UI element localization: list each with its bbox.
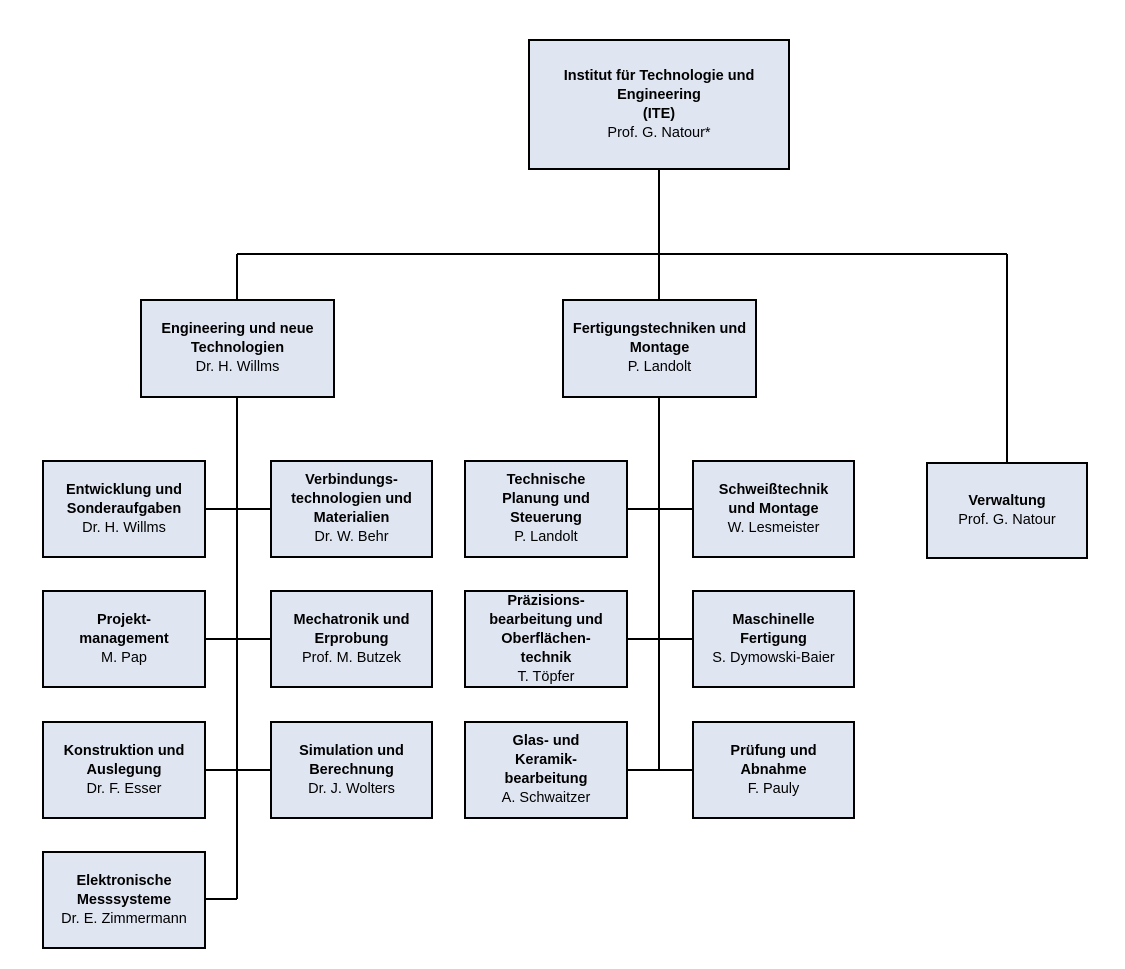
org-box-title: Institut für Technologie und Engineering…	[563, 67, 755, 122]
org-box-person: Dr. J. Wolters	[308, 780, 395, 797]
org-box-pruefung: Prüfung und Abnahme F. Pauly	[692, 721, 855, 819]
org-box-glas-keramik: Glas- und Keramik- bearbeitung A. Schwai…	[464, 721, 628, 819]
org-box-verbindung: Verbindungs- technologien und Materialie…	[270, 460, 433, 558]
org-box-title: Verwaltung	[968, 492, 1046, 509]
org-box-title: Entwicklung und Sonderaufgaben	[66, 481, 182, 517]
org-box-person: M. Pap	[101, 649, 147, 666]
org-box-person: S. Dymowski-Baier	[712, 649, 835, 666]
org-box-person: Prof. G. Natour*	[607, 124, 711, 141]
org-box-title: Präzisions- bearbeitung und Oberflächen-…	[489, 592, 603, 666]
org-box-person: Prof. M. Butzek	[301, 649, 402, 666]
org-box-person: F. Pauly	[747, 780, 800, 797]
org-box-person: P. Landolt	[514, 529, 578, 545]
org-box-title: Technische Planung und Steuerung	[502, 472, 590, 526]
org-box-projekt: Projekt- management M. Pap	[42, 590, 206, 688]
org-box-person: Dr. F. Esser	[86, 780, 162, 797]
org-box-praezision: Präzisions- bearbeitung und Oberflächen-…	[464, 590, 628, 688]
org-box-title: Projekt- management	[79, 611, 169, 647]
org-box-simulation: Simulation und Berechnung Dr. J. Wolters	[270, 721, 433, 819]
org-box-schweisstechnik: Schweißtechnik und Montage W. Lesmeister	[692, 460, 855, 558]
org-box-technische-planung: Technische Planung und Steuerung P. Land…	[464, 460, 628, 558]
org-box-engineering: Engineering und neue Technologien Dr. H.…	[140, 299, 335, 398]
org-box-person: P. Landolt	[627, 359, 692, 375]
org-box-person: Dr. H. Willms	[82, 519, 166, 536]
org-box-elektronik: Elektronische Messsysteme Dr. E. Zimmerm…	[42, 851, 206, 949]
org-box-person: W. Lesmeister	[727, 519, 820, 536]
org-box-title: Schweißtechnik und Montage	[718, 481, 829, 517]
org-box-title: Mechatronik und Erprobung	[293, 611, 410, 647]
org-box-mechatronik: Mechatronik und Erprobung Prof. M. Butze…	[270, 590, 433, 688]
org-box-title: Fertigungstechniken und Montage	[572, 321, 747, 356]
org-box-verwaltung: Verwaltung Prof. G. Natour	[926, 462, 1088, 559]
org-box-title: Elektronische Messsysteme	[76, 872, 172, 908]
org-box-ite: Institut für Technologie und Engineering…	[528, 39, 790, 170]
org-box-title: Glas- und Keramik- bearbeitung	[504, 733, 588, 787]
org-box-person: T. Töpfer	[517, 668, 575, 685]
org-box-title: Engineering und neue Technologien	[161, 321, 314, 356]
org-box-person: Prof. G. Natour	[958, 511, 1056, 528]
org-box-title: Simulation und Berechnung	[299, 742, 404, 778]
org-box-konstruktion: Konstruktion und Auslegung Dr. F. Esser	[42, 721, 206, 819]
org-box-person: A. Schwaitzer	[501, 790, 591, 806]
org-box-title: Konstruktion und Auslegung	[63, 742, 185, 778]
org-box-person: Dr. H. Willms	[195, 359, 280, 375]
org-box-maschinell: Maschinelle Fertigung S. Dymowski-Baier	[692, 590, 855, 688]
org-box-title: Prüfung und Abnahme	[730, 742, 817, 778]
org-box-title: Verbindungs- technologien und Materialie…	[291, 472, 412, 526]
org-box-person: Dr. E. Zimmermann	[61, 910, 187, 927]
org-box-person: Dr. W. Behr	[314, 529, 389, 545]
org-box-title: Maschinelle Fertigung	[732, 611, 815, 647]
org-box-fertigung: Fertigungstechniken und Montage P. Lando…	[562, 299, 757, 398]
org-box-entwicklung: Entwicklung und Sonderaufgaben Dr. H. Wi…	[42, 460, 206, 558]
